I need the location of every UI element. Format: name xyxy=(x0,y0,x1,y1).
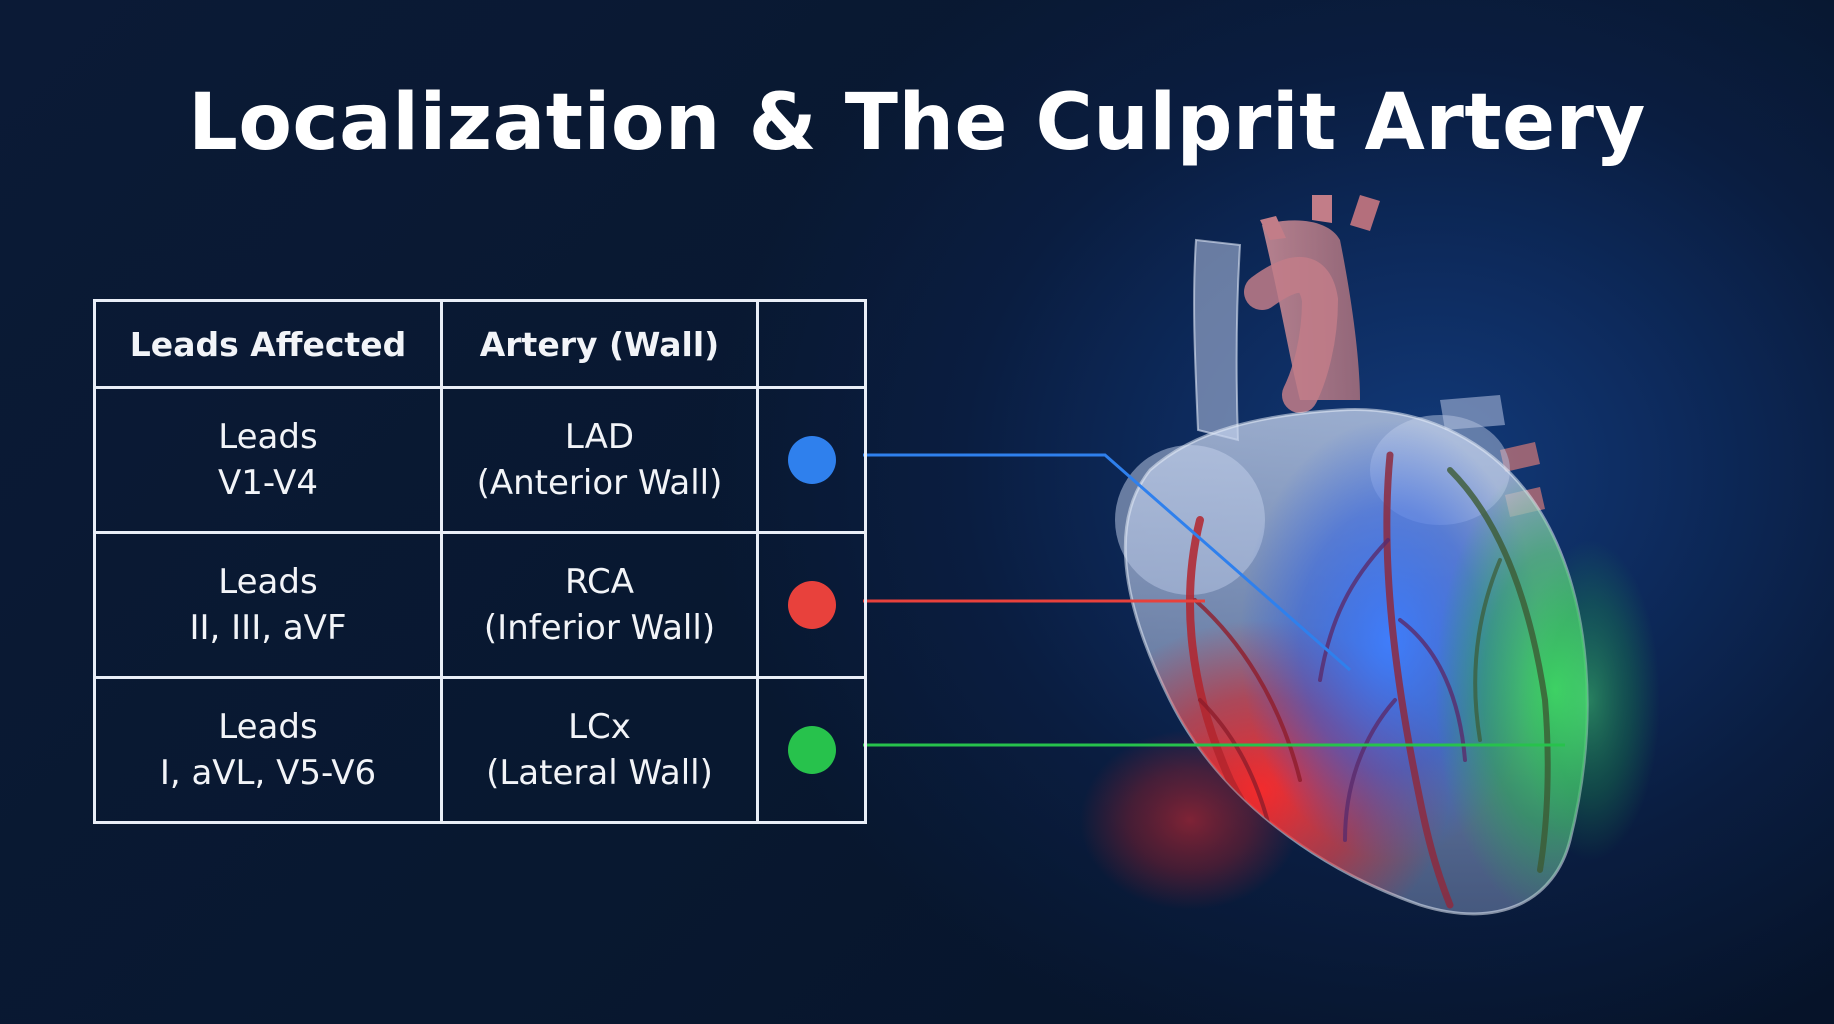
color-key-cell xyxy=(756,676,867,824)
table-row-rca: Leads II, III, aVF RCA (Inferior Wall) xyxy=(93,531,867,679)
table-row-lad: Leads V1-V4 LAD (Anterior Wall) xyxy=(93,386,867,534)
table-row-lcx: Leads I, aVL, V5-V6 LCx (Lateral Wall) xyxy=(93,676,867,824)
leads-value: II, III, aVF xyxy=(189,608,347,648)
leads-value: I, aVL, V5-V6 xyxy=(159,753,377,793)
artery-name: LCx xyxy=(568,707,631,747)
artery-wall: (Inferior Wall) xyxy=(483,608,716,648)
color-key-cell xyxy=(756,531,867,679)
artery-wall: (Lateral Wall) xyxy=(486,753,713,793)
table-header-row: Leads Affected Artery (Wall) xyxy=(93,299,867,389)
artery-cell: RCA (Inferior Wall) xyxy=(440,531,759,679)
lead-artery-table: Leads Affected Artery (Wall) Leads V1-V4… xyxy=(93,299,867,824)
header-artery-wall: Artery (Wall) xyxy=(440,299,759,389)
artery-cell: LCx (Lateral Wall) xyxy=(440,676,759,824)
green-dot-icon xyxy=(787,726,836,775)
red-dot-icon xyxy=(787,581,836,630)
leads-cell: Leads II, III, aVF xyxy=(93,531,443,679)
leads-label: Leads xyxy=(218,562,318,602)
leads-value: V1-V4 xyxy=(217,463,319,503)
artery-name: LAD xyxy=(564,417,635,457)
blue-dot-icon xyxy=(787,436,836,485)
page-title: Localization & The Culprit Artery xyxy=(188,78,1646,168)
header-color-key xyxy=(756,299,867,389)
artery-wall: (Anterior Wall) xyxy=(476,463,723,503)
header-leads-affected: Leads Affected xyxy=(93,299,443,389)
leads-label: Leads xyxy=(218,417,318,457)
lad-connector-line xyxy=(863,453,1351,672)
leads-cell: Leads V1-V4 xyxy=(93,386,443,534)
leads-cell: Leads I, aVL, V5-V6 xyxy=(93,676,443,824)
artery-cell: LAD (Anterior Wall) xyxy=(440,386,759,534)
color-key-cell xyxy=(756,386,867,534)
artery-name: RCA xyxy=(565,562,634,602)
leads-label: Leads xyxy=(218,707,318,747)
